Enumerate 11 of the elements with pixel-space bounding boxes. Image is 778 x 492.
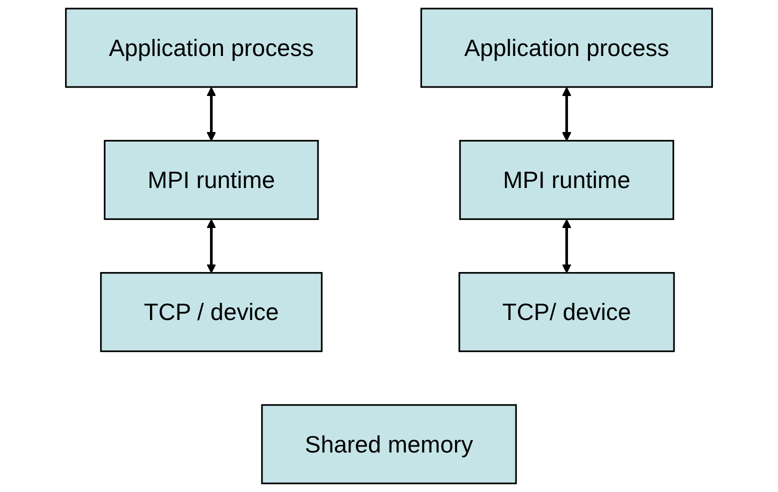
node-box: TCP/ device bbox=[458, 272, 675, 352]
arrow bbox=[562, 87, 572, 142]
arrow bbox=[206, 219, 216, 274]
node-box: MPI runtime bbox=[459, 140, 674, 220]
arrow bbox=[562, 219, 572, 274]
node-box: Application process bbox=[65, 8, 358, 88]
node-box: MPI runtime bbox=[104, 140, 319, 220]
node-box: Shared memory bbox=[261, 404, 517, 484]
node-box: Application process bbox=[420, 8, 713, 88]
arrow bbox=[206, 87, 216, 142]
node-box: TCP / device bbox=[100, 272, 323, 352]
